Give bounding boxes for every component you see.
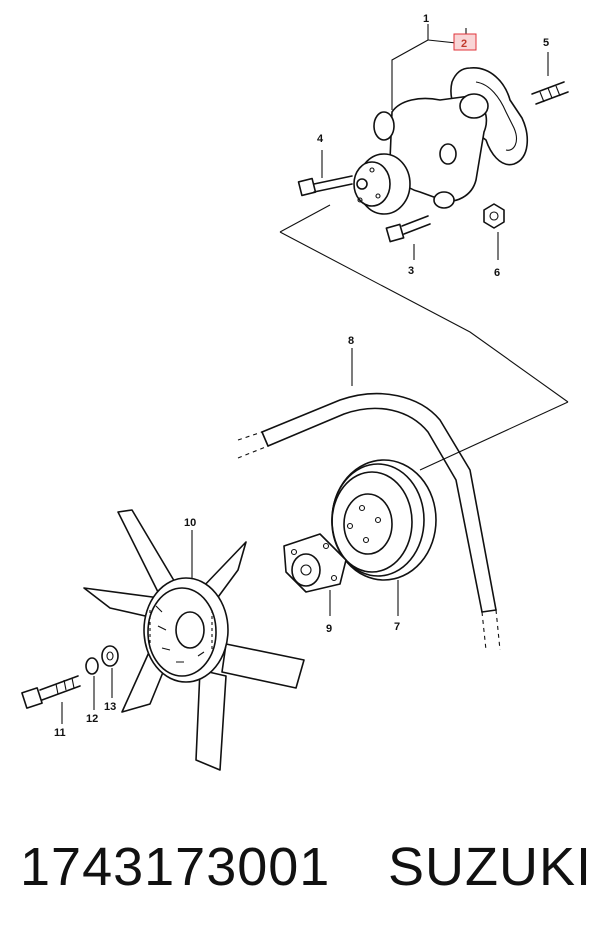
bolt-11 — [21, 675, 81, 724]
water-pump-assembly — [279, 24, 569, 471]
callout-5: 5 — [543, 37, 549, 49]
stud-5 — [531, 52, 569, 105]
callout-4: 4 — [317, 133, 324, 145]
brand-name: SUZUKI — [388, 837, 593, 897]
gasket — [450, 67, 529, 166]
callout-8: 8 — [348, 335, 354, 347]
callout-6: 6 — [494, 267, 500, 279]
callout-2-highlight — [453, 33, 477, 51]
callout-13: 13 — [104, 701, 116, 713]
callout-12: 12 — [86, 713, 98, 725]
callout-11: 11 — [54, 727, 66, 739]
callout-2: 2 — [461, 38, 467, 50]
bolt-4 — [297, 150, 353, 197]
nut-6 — [483, 203, 505, 260]
callout-1: 1 — [423, 13, 429, 25]
callout-9: 9 — [326, 623, 332, 635]
v-belt — [237, 348, 501, 651]
bolt-3 — [385, 215, 431, 260]
parts-diagram: 1 2 3 4 5 6 7 8 9 10 11 12 13 — [21, 13, 569, 771]
footer: 1743173001 SUZUKI — [0, 832, 600, 902]
part-number: 1743173001 — [20, 837, 331, 897]
washer-13 — [101, 645, 119, 698]
washer-12 — [85, 657, 99, 710]
callout-7: 7 — [394, 621, 400, 633]
cooling-fan — [83, 509, 305, 771]
fan-pulley — [331, 459, 437, 616]
callout-3: 3 — [408, 265, 414, 277]
spacer-9 — [283, 533, 347, 616]
callout-10: 10 — [184, 517, 196, 529]
